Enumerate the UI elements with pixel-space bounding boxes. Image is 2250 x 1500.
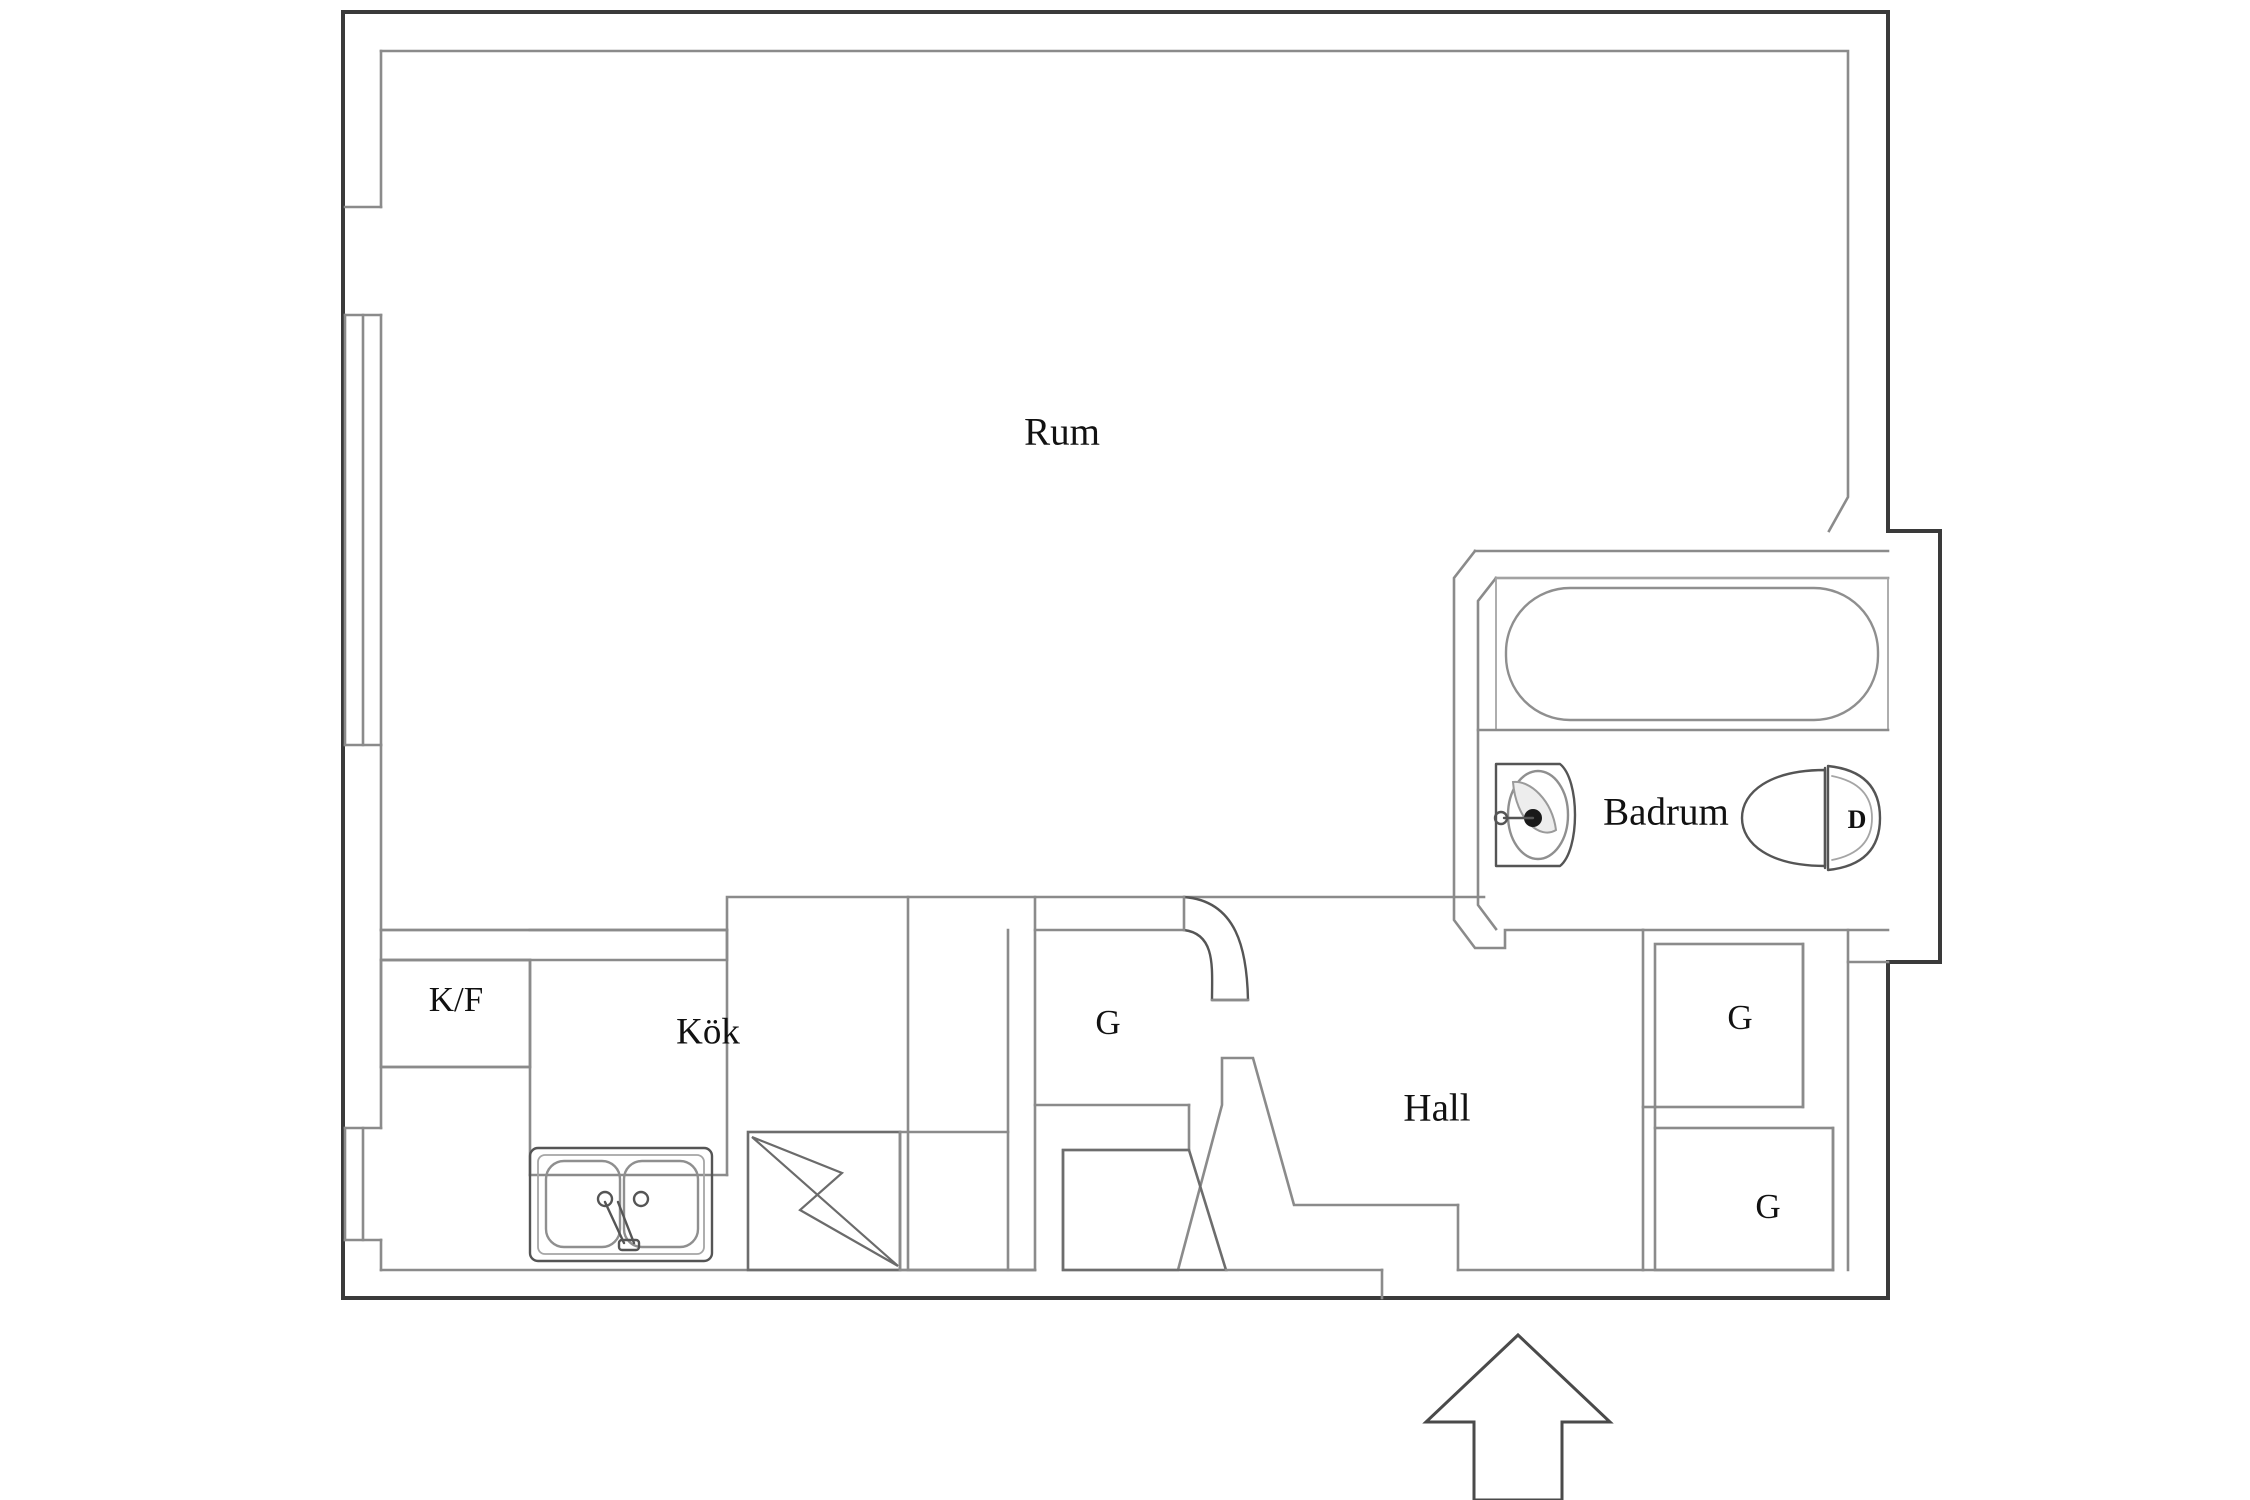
bathtub (1476, 577, 1890, 732)
washbasin-shade (1511, 780, 1558, 834)
rum-south-partition (379, 895, 1486, 962)
right-wardrobes (1641, 928, 1890, 1272)
sink-bowl-right (622, 1159, 700, 1249)
room-label-g-top-right: G (1727, 998, 1753, 1037)
rum-kitchen-wall-thickness (379, 928, 729, 962)
kitchen-hall-partition (898, 928, 1037, 1272)
washbasin-faucet-head (1493, 810, 1509, 826)
toilet-marking-label: D (1848, 805, 1867, 834)
door-swing-arc-outer (1182, 895, 1250, 1002)
inner-face-rum-top-right (379, 49, 1850, 533)
toilet: D (1740, 764, 1882, 872)
entrance-arrow (1422, 1332, 1614, 1500)
sink-inner-frame (537, 1154, 705, 1255)
sink-outer-frame (528, 1146, 714, 1263)
door-swing-arc-inner (1182, 928, 1214, 1002)
rum-south-wall-top (379, 895, 1486, 932)
bathtub-outer-rect (1495, 577, 1889, 731)
sink-faucet-base (617, 1238, 641, 1252)
room-label-g-middle: G (1095, 1003, 1121, 1042)
bathroom-west-wall-outer (1452, 549, 1645, 950)
sink-faucet-arm-a (603, 1200, 626, 1245)
fridge-freezer-unit (379, 958, 729, 1177)
kitchen-counter-run (528, 928, 729, 1177)
room-label-kf: K/F (428, 980, 484, 1019)
inner-wall-face-group (379, 49, 1850, 1272)
wardrobe-bottom-box (1653, 1126, 1835, 1272)
central-wardrobe-and-hall-walls (906, 895, 1645, 1300)
hall-wall-slant-block (1061, 1148, 1228, 1272)
washbasin-counter (1494, 762, 1577, 868)
toilet-cistern-inner (1831, 775, 1873, 861)
room-label-kok: Kök (676, 1011, 740, 1053)
bathroom-west-wall-inner (1476, 576, 1498, 931)
central-partition-kitchen-side (906, 895, 1037, 1272)
sink-drain-left (596, 1190, 614, 1208)
window-left-lower (343, 1126, 383, 1242)
outer-wall-outline (341, 10, 1942, 1300)
hall-partition-profile (1061, 1056, 1460, 1272)
room-label-g-bottom-right: G (1755, 1187, 1781, 1226)
room-label-rum: Rum (1024, 410, 1100, 454)
lightning-bolt-icon (751, 1135, 899, 1267)
room-label-hall: Hall (1403, 1086, 1471, 1130)
window-left-upper (343, 205, 383, 747)
bathroom-enclosure: D (1452, 549, 1890, 950)
sink-faucet-arm-b (616, 1200, 636, 1245)
east-wall-step-upper (1846, 928, 1890, 964)
toilet-bowl (1740, 768, 1827, 868)
sink-drain-right (632, 1190, 650, 1208)
kitchen-sink (528, 1146, 714, 1263)
bathtub-basin (1504, 586, 1880, 722)
washbasin-bowl (1506, 769, 1570, 861)
room-label-badrum: Badrum (1603, 790, 1729, 834)
washbasin (1493, 762, 1577, 868)
entrance-arrow-icon (1422, 1332, 1614, 1500)
outer-wall-group (341, 10, 1942, 1300)
toilet-cistern (1826, 764, 1882, 872)
electric-stove (746, 1130, 902, 1272)
